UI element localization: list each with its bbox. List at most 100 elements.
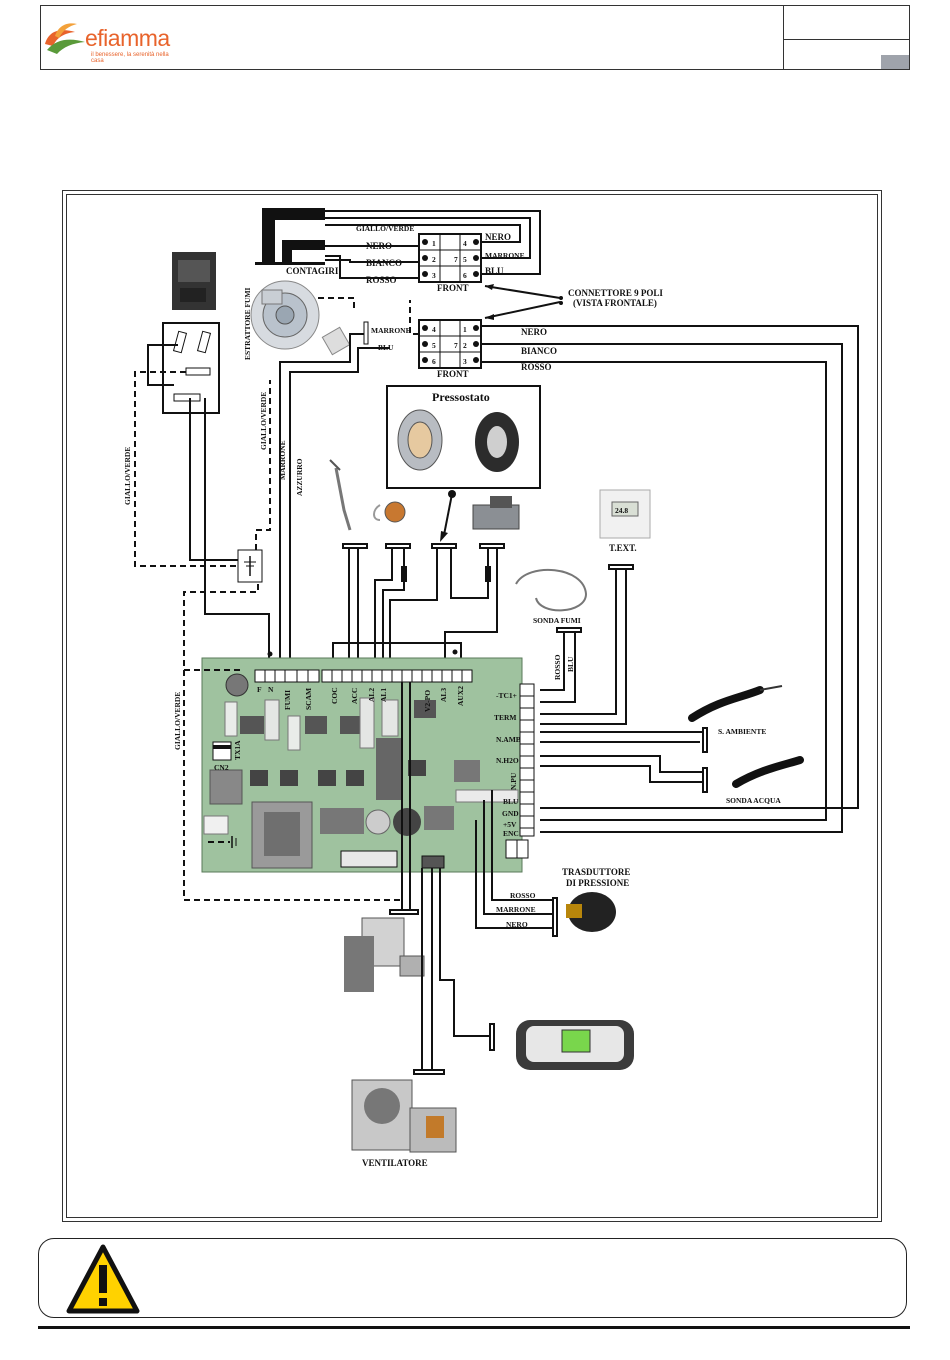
board-term-al1: AL1 [379,688,388,702]
sensor-ambiente: S. AMBIENTE [540,685,783,753]
logo-tagline: il benessere, la serenità nella casa [91,52,169,64]
board-term-namb: N.AMB [496,735,521,744]
control-board: TX1A CN2 F N FUMI SCAM COC ACC AL2 AL1 [201,657,535,873]
warning-triangle-icon [66,1244,140,1314]
transducer-nero: NERO [506,920,528,929]
transducer-label-2: DI PRESSIONE [566,878,629,888]
cbot-pin-r3: 3 [463,357,467,366]
cbot-pin-l1: 4 [432,325,436,334]
ctop-pin-r3: 6 [463,271,467,280]
flame-logo-icon [45,23,85,54]
cbot-front-label: FRONT [437,369,469,379]
board-term-scam: SCAM [304,688,313,710]
transducer-label-1: TRASDUTTORE [562,867,630,877]
page-header: efiamma il benessere, la serenità nella … [40,5,910,70]
diagram-frame [62,190,882,1222]
cbot-pin-r1: 1 [463,325,467,334]
cbot-wire-marrone: MARRONE [371,326,411,335]
power-inlet: GIALLO/VERDE [123,252,270,670]
t-ext-label: T.EXT. [609,543,637,553]
extractor-label: ESTRATTORE FUMI [243,287,252,360]
board-term-f: F [257,685,262,694]
control-display [439,868,634,1070]
pressostato: Pressostato [386,385,541,542]
board-term-v2po: V2-PO [423,690,432,712]
ctop-pin-m: 7 [454,255,458,264]
transducer-marrone: MARRONE [496,905,536,914]
gv-label-2: GIALLO/VERDE [259,392,268,450]
gv-label-3: GIALLO/VERDE [173,692,182,750]
cbot-wire-rosso: ROSSO [521,362,552,372]
transducer: TRASDUTTORE DI PRESSIONE ROSSO MARRONE N… [475,790,630,937]
connector-callout: CONNETTORE 9 POLI (VISTA FRONTALE) [484,284,663,320]
ctop-pin-l1: 1 [432,239,436,248]
board-term-n: N [268,685,274,694]
azzurro-vert-label: AZZURRO [295,458,304,496]
sensor-amb-label: S. AMBIENTE [718,727,766,736]
gv-label-1: GIALLO/VERDE [123,447,132,505]
ctop-wire-marrone: MARRONE [485,251,525,260]
header-page-tab [881,55,909,69]
board-term-al3: AL3 [439,688,448,702]
cbot-pin-l2: 5 [432,341,436,350]
ventilatore-label: VENTILATORE [362,1158,428,1168]
safety-thermostat [373,501,406,523]
board-term-cn2: CN2 [214,763,229,772]
ctop-wire-gv: GIALLO/VERDE [356,224,414,233]
ctop-front-label: FRONT [437,283,469,293]
board-term-acc: ACC [350,688,359,704]
logo-name: efiamma [85,25,170,51]
marrone-vert-label: MARRONE [278,440,287,480]
warning-box [38,1238,907,1318]
board-term-fumi: FUMI [283,690,292,710]
diagram-frame-inner [66,194,878,1218]
board-ground: GIALLO/VERDE [173,582,400,901]
sonda-fumi-label: SONDA FUMI [533,616,581,625]
gear-motor [472,496,520,530]
cbot-pin-m: 7 [454,341,458,350]
circulation-pump [344,682,425,992]
t-ext-thermostat: 24.8 T.EXT. [540,489,651,725]
ctop-wire-blu: BLU [485,266,504,276]
board-term-al2: AL2 [367,688,376,702]
ctop-pin-r2: 5 [463,255,467,264]
contagiri-label: CONTAGIRI [286,266,339,276]
header-cell-divider [784,39,910,40]
thermostat-display: 24.8 [615,506,628,515]
extractor-connector: 4 5 6 7 1 2 3 FRONT MARRONE BLU NERO BIA… [363,319,859,833]
board-term-coc: COC [330,687,339,704]
footer-rule [38,1326,910,1329]
efiamma-logo: efiamma il benessere, la serenità nella … [41,16,181,64]
cbot-wire-bianco: BIANCO [521,346,557,356]
contagiri-connector: 1 2 3 7 4 5 6 FRONT CONTAGIRI GIALLO/VER… [255,208,541,293]
ctop-wire-rosso: ROSSO [366,275,397,285]
ground-symbol: GIALLO/VERDE [237,380,271,583]
pressostato-label: Pressostato [432,390,490,404]
sensor-acqua: SONDA ACQUA [540,755,804,805]
ventilatore: VENTILATORE [351,868,457,1168]
cbot-wire-nero: NERO [521,327,547,337]
header-divider [783,6,784,70]
board-term-tx1a: TX1A [233,740,242,760]
sensor-acqua-label: SONDA ACQUA [726,796,781,805]
board-term-aux2: AUX2 [456,686,465,706]
callout-line2: (VISTA FRONTALE) [573,298,657,308]
sonda-fumi: SONDA FUMI ROSSO BLU [515,568,588,703]
board-term-5v: +5V [503,820,517,829]
extractor-fumi: ESTRATTORE FUMI [243,280,355,360]
board-term-gnd: GND [502,809,519,818]
board-term-enc: ENC [503,829,519,838]
sonda-fumi-blu: BLU [566,656,575,672]
board-term-tc1: -TC1+ [496,691,517,700]
board-term-npu: N.PU [509,772,518,790]
transducer-rosso: ROSSO [510,891,536,900]
board-term-term: TERM [494,713,517,722]
callout-line1: CONNETTORE 9 POLI [568,288,663,298]
ctop-wire-nero-r: NERO [485,232,511,242]
board-term-blu: BLU [503,797,519,806]
board-term-nh2o: N.H2O [496,756,519,765]
component-plugs [332,543,505,670]
ctop-pin-r1: 4 [463,239,467,248]
thermal-probe [329,459,352,531]
cbot-pin-r2: 2 [463,341,467,350]
